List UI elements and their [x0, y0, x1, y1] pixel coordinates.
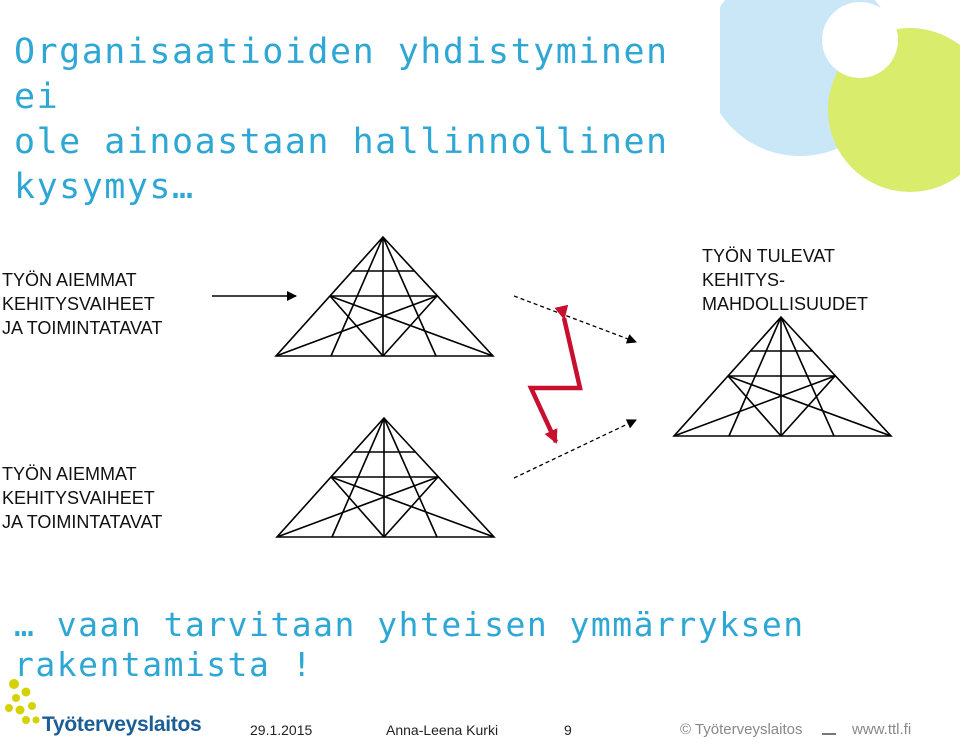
slide-title: Organisaatioiden yhdistyminen ei ole ain… — [14, 30, 734, 210]
footer-divider — [822, 733, 836, 735]
dashed-arrow-bottom — [513, 419, 637, 479]
diagram-canvas — [212, 235, 893, 538]
decorative-blobs — [720, 0, 960, 192]
triangle-bottom — [275, 416, 496, 538]
footer-date: 29.1.2015 — [250, 722, 313, 738]
label-bottom-left-line-3: JA TOIMINTATAVAT — [2, 512, 163, 532]
conclusion-line-1: … vaan tarvitaan yhteisen ymmärryksen — [14, 605, 805, 644]
footer-url[interactable]: www.ttl.fi — [852, 721, 912, 738]
title-line-1: Organisaatioiden yhdistyminen ei — [14, 32, 669, 117]
label-top-left-line-2: KEHITYSVAIHEET — [2, 294, 155, 314]
title-line-2: ole ainoastaan hallinnollinen — [14, 122, 669, 162]
footer-copyright: © Työterveyslaitos — [680, 721, 803, 738]
white-blob — [822, 2, 898, 78]
label-right-line-2: KEHITYS- — [702, 270, 786, 290]
label-bottom-left: TYÖN AIEMMAT KEHITYSVAIHEET JA TOIMINTAT… — [2, 462, 162, 534]
label-top-left: TYÖN AIEMMAT KEHITYSVAIHEET JA TOIMINTAT… — [2, 268, 162, 340]
triangle-right — [672, 315, 893, 437]
label-right: TYÖN TULEVAT KEHITYS- MAHDOLLISUUDET — [702, 244, 868, 316]
title-line-3: kysymys… — [14, 167, 195, 207]
footer-page-number: 9 — [564, 722, 572, 738]
label-right-line-1: TYÖN TULEVAT — [702, 246, 836, 266]
label-bottom-left-line-2: KEHITYSVAIHEET — [2, 488, 155, 508]
logo-icon — [5, 679, 40, 724]
conclusion-text: … vaan tarvitaan yhteisen ymmärryksen ra… — [14, 605, 914, 685]
label-bottom-left-line-1: TYÖN AIEMMAT — [2, 464, 137, 484]
label-top-left-line-1: TYÖN AIEMMAT — [2, 270, 137, 290]
lightning-bolt-arrow — [527, 304, 583, 444]
dashed-arrow-top — [513, 295, 637, 344]
label-top-left-line-3: JA TOIMINTATAVAT — [2, 318, 163, 338]
triangle-top — [274, 235, 495, 357]
footer-author: Anna-Leena Kurki — [386, 722, 499, 738]
logo-wordmark: Työterveyslaitos — [42, 713, 202, 736]
conclusion-line-2: rakentamista ! — [14, 645, 314, 684]
label-right-line-3: MAHDOLLISUUDET — [702, 294, 869, 314]
